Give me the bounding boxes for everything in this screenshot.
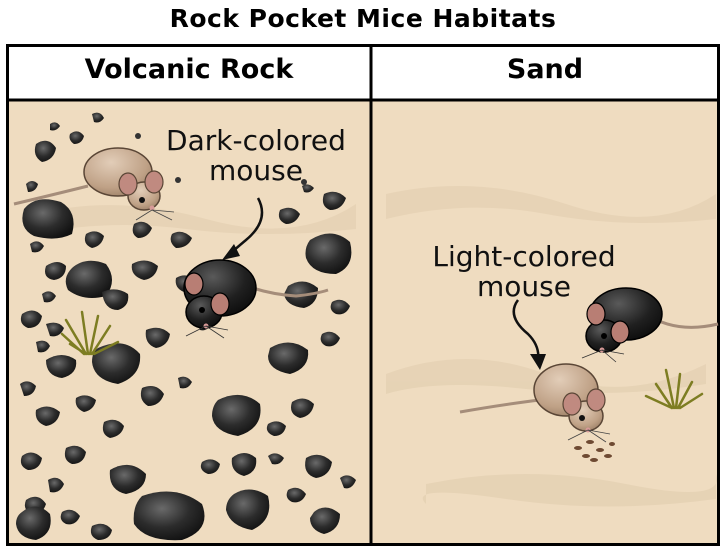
dark-mouse-label: Dark-colored mouse [146,126,366,186]
habitat-table: Volcanic Rock Sand Dark-colored mouse Li… [6,44,720,546]
dark-mouse-label-line1: Dark-colored [146,126,366,156]
column-header-sand: Sand [372,54,718,85]
light-mouse-label-line1: Light-colored [404,242,644,272]
light-mouse-label: Light-colored mouse [404,242,644,302]
column-header-volcanic-rock: Volcanic Rock [8,54,370,85]
diagram-title: Rock Pocket Mice Habitats [0,4,726,33]
dark-mouse-label-line2: mouse [146,156,366,186]
light-mouse-label-line2: mouse [404,272,644,302]
